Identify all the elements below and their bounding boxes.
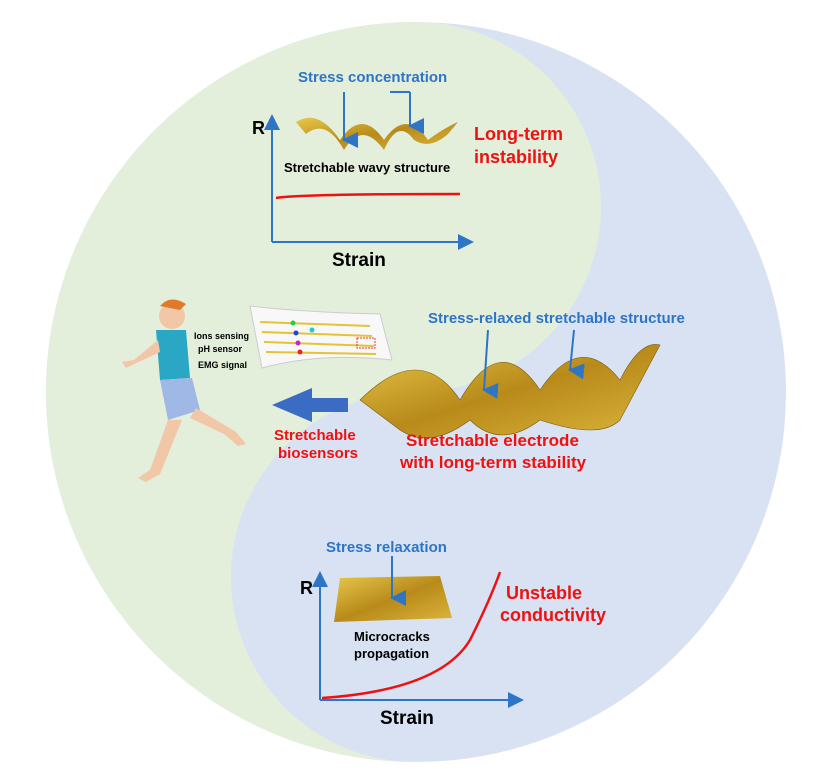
wavy-structure-label: Stretchable wavy structure — [284, 160, 450, 175]
bottom-x-axis-label: Strain — [380, 708, 434, 729]
top-y-axis-label: R — [252, 118, 265, 138]
top-x-axis-label: Strain — [332, 250, 386, 271]
runner-illustration — [122, 299, 246, 482]
electrode-label-2: with long-term stability — [399, 453, 587, 472]
emg-signal-label: EMG signal — [198, 360, 247, 370]
sensor-patch — [249, 305, 393, 369]
stress-concentration-label: Stress concentration — [298, 69, 447, 86]
long-term-label-1: Long-term — [474, 124, 563, 144]
ions-sensing-label: Ions sensing — [194, 331, 249, 341]
bottom-y-axis-label: R — [300, 578, 313, 598]
ph-sensor-label: pH sensor — [198, 344, 243, 354]
top-resistance-curve — [275, 192, 461, 200]
bottom-graph — [312, 556, 524, 708]
stress-relaxation-label: Stress relaxation — [326, 539, 447, 556]
electrode-label-1: Stretchable electrode — [406, 431, 579, 450]
stress-relaxed-label: Stress-relaxed stretchable structure — [428, 310, 685, 327]
green-half — [46, 22, 601, 762]
left-arrow-icon — [272, 388, 348, 422]
microcracks-label-1: Microcracks — [354, 629, 430, 644]
long-term-label-2: instability — [474, 147, 558, 167]
wavy-structure-image — [296, 117, 458, 150]
biosensors-label-1: Stretchable — [274, 427, 356, 444]
stress-relaxed-electrode-image — [359, 344, 661, 439]
unstable-label-1: Unstable — [506, 583, 582, 603]
top-graph — [264, 91, 474, 250]
unstable-label-2: conductivity — [500, 605, 606, 625]
biosensors-label-2: biosensors — [278, 445, 358, 462]
bottom-resistance-curve — [321, 571, 502, 700]
microcracks-label-2: propagation — [354, 646, 429, 661]
